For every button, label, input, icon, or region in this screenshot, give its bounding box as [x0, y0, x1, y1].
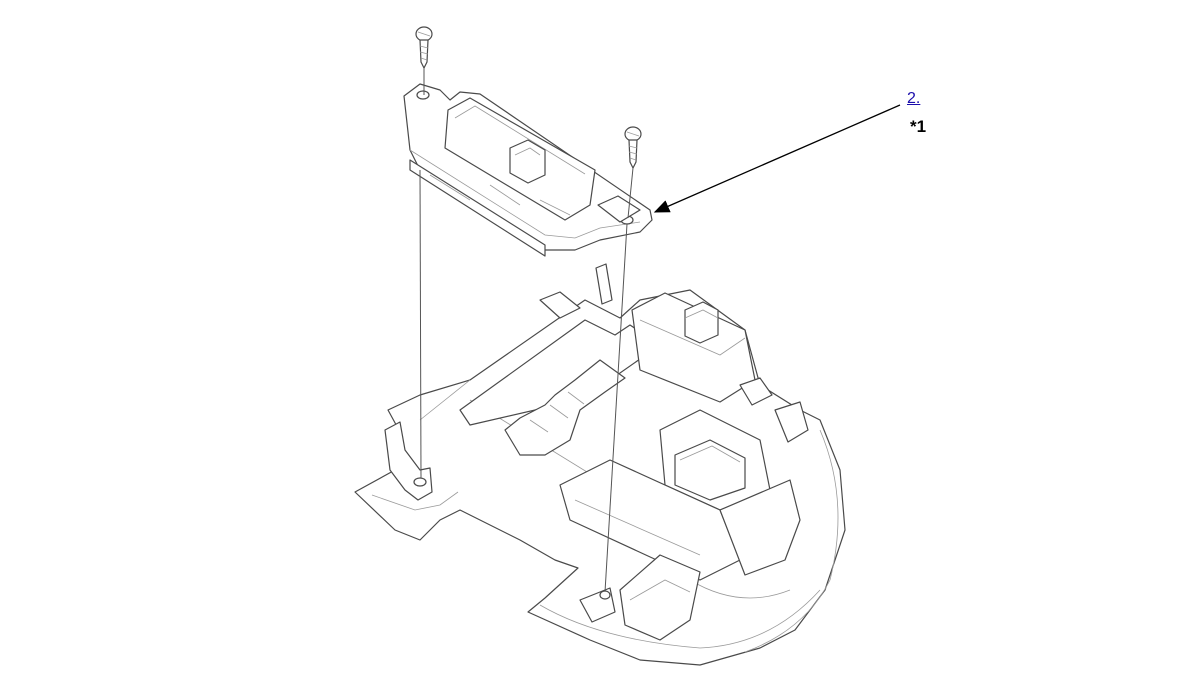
- alignment-lines: [419, 68, 634, 600]
- callout-note: *1: [910, 117, 927, 136]
- callout-link[interactable]: 2.: [907, 90, 921, 107]
- switch-block-upper: [631, 292, 773, 406]
- console-frame: [459, 263, 661, 456]
- switch-module: [403, 83, 653, 257]
- arrow-icon: [653, 104, 901, 213]
- screw-icon: [624, 126, 642, 169]
- switch-block-lower: [559, 401, 809, 581]
- screw-icon: [415, 26, 433, 69]
- left-boss: [384, 421, 433, 501]
